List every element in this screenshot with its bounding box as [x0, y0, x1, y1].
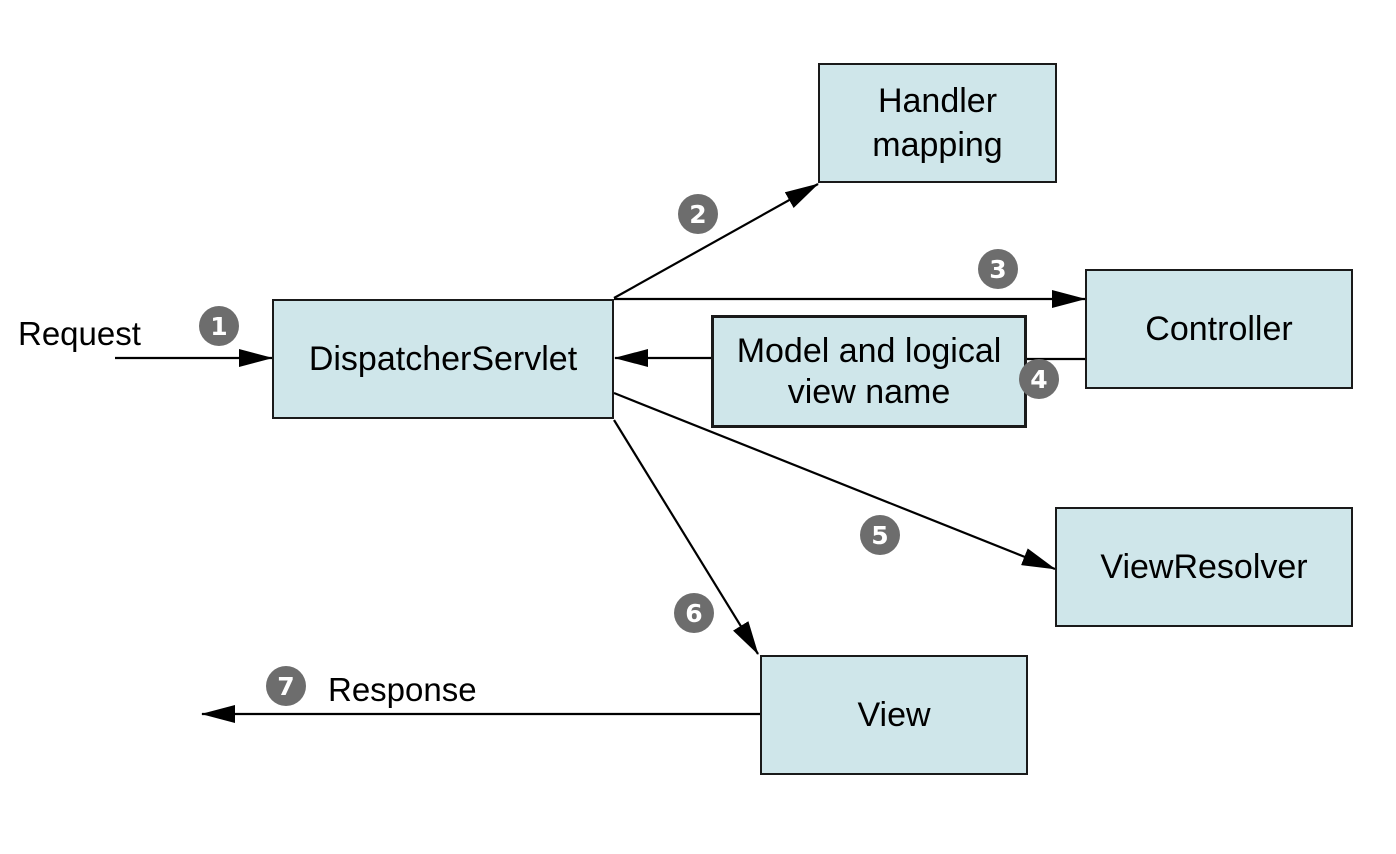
view-box: View — [760, 655, 1028, 775]
dispatcher-servlet-label: DispatcherServlet — [308, 339, 578, 378]
step-badge-1: 1 — [199, 306, 239, 346]
arrow-dispatcher-to-view — [613, 419, 759, 655]
step-badge-2: 2 — [678, 194, 718, 234]
view-resolver-box: ViewResolver — [1055, 507, 1353, 627]
handler-mapping-box: Handler mapping — [818, 63, 1057, 183]
handler-mapping-label-line-1: Handler — [877, 81, 998, 120]
model-and-view-name-box: Model and logical view name — [711, 315, 1027, 428]
model-and-view-name-label-line-1: Model and logical — [736, 331, 1002, 370]
view-resolver-label: ViewResolver — [1100, 547, 1308, 586]
view-label: View — [857, 695, 931, 734]
step-badge-7: 7 — [266, 666, 306, 706]
dispatcher-servlet-box: DispatcherServlet — [272, 299, 614, 419]
handler-mapping-label-line-2: mapping — [872, 126, 1003, 164]
step-badge-6: 6 — [674, 593, 714, 633]
controller-box: Controller — [1085, 269, 1353, 389]
request-label: Request — [18, 315, 141, 352]
arrow-dispatcher-to-handler-mapping — [613, 183, 819, 299]
model-and-view-name-label-line-2: view name — [787, 372, 951, 411]
controller-label: Controller — [1145, 309, 1293, 348]
step-badge-4: 4 — [1019, 359, 1059, 399]
step-badge-3: 3 — [978, 249, 1018, 289]
step-badge-5: 5 — [860, 515, 900, 555]
arrow-dispatcher-to-view-resolver — [613, 391, 1056, 571]
response-label: Response — [328, 671, 477, 708]
